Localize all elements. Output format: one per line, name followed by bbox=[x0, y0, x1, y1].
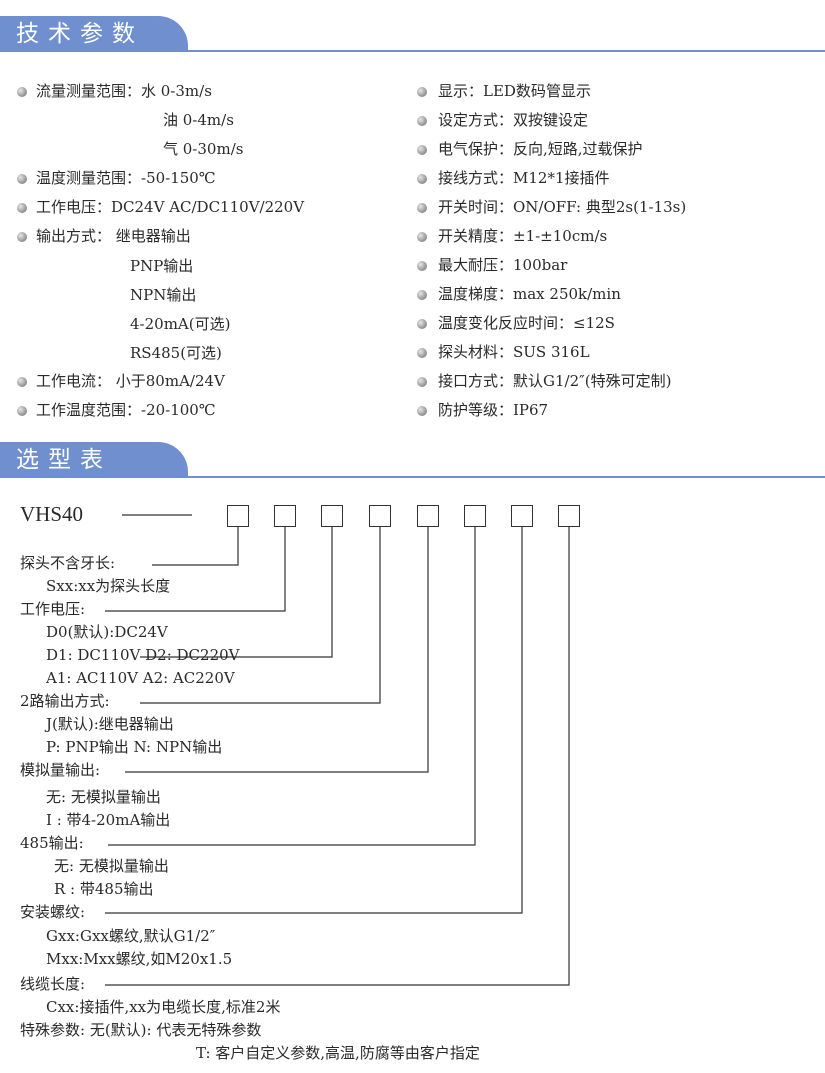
sel-special-label: 特殊参数: 无(默认): 代表无特殊参数 bbox=[20, 1021, 262, 1039]
param-max-pressure: 最大耐压：100bar bbox=[438, 256, 568, 274]
sel-cable-c: Cxx:接插件,xx为电缆长度,标准2米 bbox=[46, 998, 281, 1016]
bullet-icon bbox=[17, 203, 27, 213]
option-box-special bbox=[558, 505, 580, 527]
bullet-icon bbox=[417, 87, 427, 97]
option-box-analog bbox=[369, 505, 391, 527]
bullet-icon bbox=[417, 348, 427, 358]
option-box-output-mode bbox=[321, 505, 343, 527]
sel-output-label: 2路输出方式: bbox=[20, 692, 110, 710]
bullet-icon bbox=[17, 232, 27, 242]
sel-probe-length-desc: Sxx:xx为探头长度 bbox=[46, 577, 171, 595]
bullet-icon bbox=[417, 203, 427, 213]
bullet-icon bbox=[417, 406, 427, 416]
section-banner-selection: 选型表 bbox=[0, 442, 188, 478]
param-voltage: 工作电压：DC24V AC/DC110V/220V bbox=[36, 198, 305, 216]
param-switch-time: 开关时间：ON/OFF: 典型2s(1-13s) bbox=[438, 198, 687, 216]
banner-divider bbox=[0, 476, 825, 478]
sel-rs485-r: R : 带485输出 bbox=[54, 880, 154, 898]
bullet-icon bbox=[17, 377, 27, 387]
param-output-pnp: PNP输出 bbox=[130, 257, 194, 275]
param-output-analog: 4-20mA(可选) bbox=[130, 315, 231, 333]
sel-thread-m: Mxx:Mxx螺纹,如M20x1.5 bbox=[46, 950, 233, 968]
sel-rs485-label: 485输出: bbox=[20, 834, 84, 852]
param-flow-range: 流量测量范围：水 0-3m/s bbox=[36, 82, 212, 100]
param-switch-accuracy: 开关精度：±1-±10cm/s bbox=[438, 227, 608, 245]
param-interface: 接口方式：默认G1/2″(特殊可定制) bbox=[438, 372, 672, 390]
bullet-icon bbox=[417, 116, 427, 126]
sel-voltage-a1-a2: A1: AC110V A2: AC220V bbox=[46, 669, 235, 687]
param-output-rs485: RS485(可选) bbox=[130, 344, 222, 362]
param-temp-response: 温度变化反应时间：≤12S bbox=[438, 314, 615, 332]
option-box-rs485 bbox=[417, 505, 439, 527]
sel-output-j: J(默认):继电器输出 bbox=[46, 715, 174, 733]
sel-analog-label: 模拟量输出: bbox=[20, 761, 101, 779]
param-probe-material: 探头材料：SUS 316L bbox=[438, 343, 590, 361]
bullet-icon bbox=[17, 174, 27, 184]
sel-analog-i: I : 带4-20mA输出 bbox=[46, 811, 171, 829]
sel-voltage-label: 工作电压: bbox=[20, 600, 86, 618]
sel-special-t: T: 客户自定义参数,高温,防腐等由客户指定 bbox=[196, 1044, 480, 1062]
bullet-icon bbox=[417, 145, 427, 155]
param-temp-range: 温度测量范围：-50-150℃ bbox=[36, 169, 216, 187]
param-output-npn: NPN输出 bbox=[130, 286, 197, 304]
param-ip-rating: 防护等级：IP67 bbox=[438, 401, 549, 419]
section-banner-params: 技术参数 bbox=[0, 16, 188, 52]
param-output: 输出方式： 继电器输出 bbox=[36, 227, 191, 245]
bullet-icon bbox=[17, 87, 27, 97]
bullet-icon bbox=[417, 377, 427, 387]
bullet-icon bbox=[17, 406, 27, 416]
sel-output-p-n: P: PNP输出 N: NPN输出 bbox=[46, 738, 223, 756]
sel-voltage-d1-d2: D1: DC110V D2: DC220V bbox=[46, 646, 240, 664]
sel-thread-label: 安装螺纹: bbox=[20, 903, 86, 921]
banner-divider bbox=[0, 50, 825, 52]
bullet-icon bbox=[417, 290, 427, 300]
sel-thread-g: Gxx:Gxx螺纹,默认G1/2″ bbox=[46, 927, 216, 945]
bullet-icon bbox=[417, 174, 427, 184]
param-working-temp: 工作温度范围：-20-100℃ bbox=[36, 401, 216, 419]
option-box-probe-length bbox=[227, 505, 249, 527]
param-flow-oil: 油 0-4m/s bbox=[163, 111, 234, 129]
param-temp-gradient: 温度梯度：max 250k/min bbox=[438, 285, 621, 303]
bullet-icon bbox=[417, 261, 427, 271]
param-protection: 电气保护：反向,短路,过载保护 bbox=[438, 140, 643, 158]
sel-rs485-none: 无: 无模拟量输出 bbox=[54, 857, 169, 875]
option-box-thread bbox=[464, 505, 486, 527]
option-box-voltage bbox=[274, 505, 296, 527]
sel-cable-label: 线缆长度: bbox=[20, 975, 86, 993]
param-display: 显示：LED数码管显示 bbox=[438, 82, 591, 100]
option-box-cable bbox=[511, 505, 533, 527]
param-flow-gas: 气 0-30m/s bbox=[163, 140, 244, 158]
sel-analog-none: 无: 无模拟量输出 bbox=[46, 788, 161, 806]
sel-voltage-d0: D0(默认):DC24V bbox=[46, 623, 168, 641]
model-code: VHS40 bbox=[20, 502, 84, 526]
bullet-icon bbox=[417, 232, 427, 242]
param-wiring: 接线方式：M12*1接插件 bbox=[438, 169, 610, 187]
sel-probe-length-label: 探头不含牙长: bbox=[20, 554, 116, 572]
param-setting: 设定方式：双按键设定 bbox=[438, 111, 589, 129]
bullet-icon bbox=[417, 319, 427, 329]
param-current: 工作电流： 小于80mA/24V bbox=[36, 372, 225, 390]
